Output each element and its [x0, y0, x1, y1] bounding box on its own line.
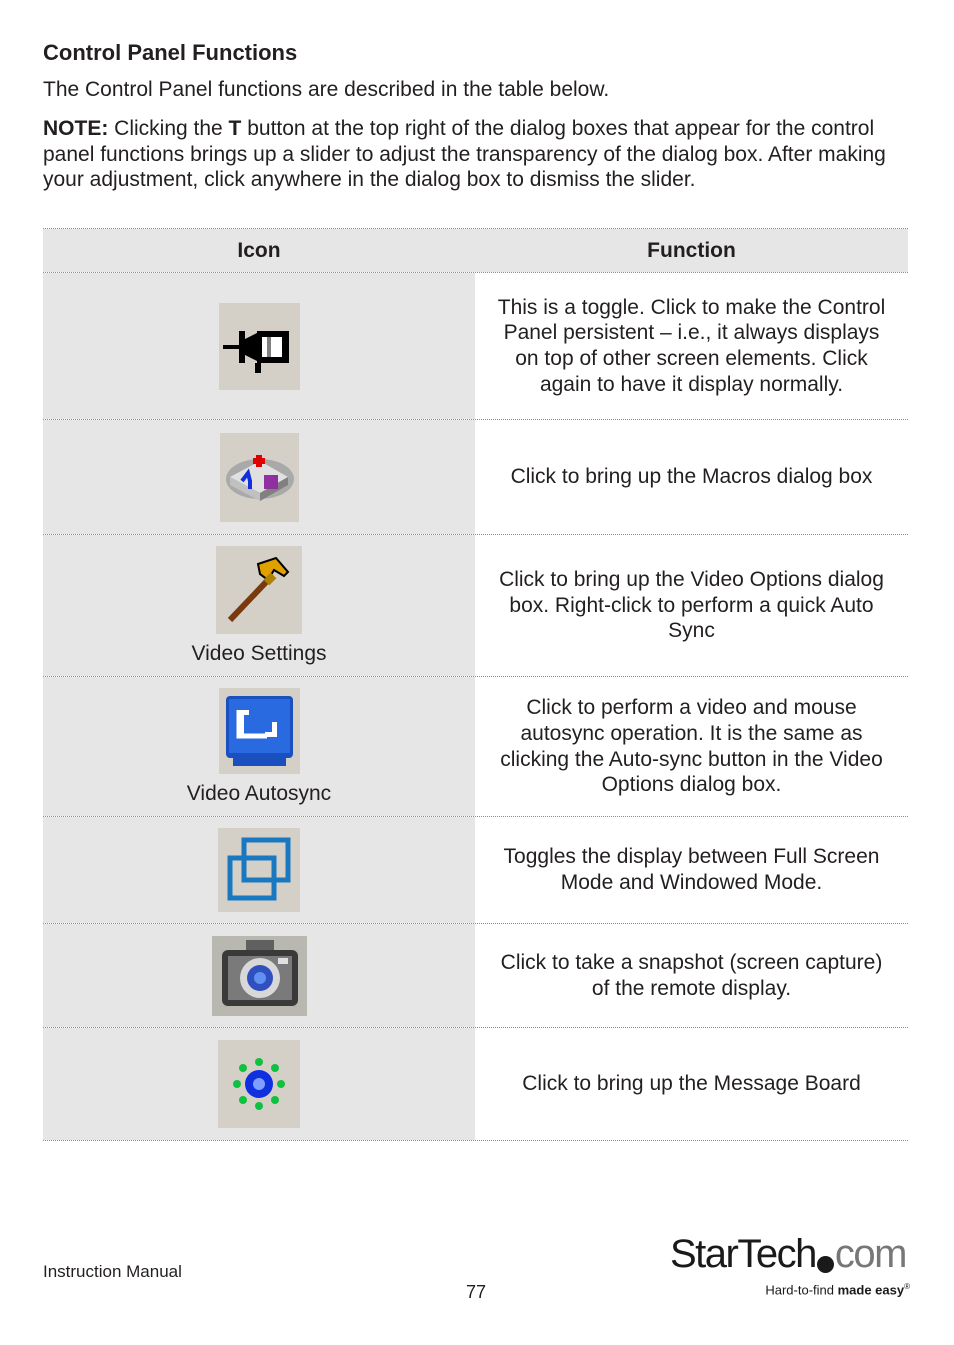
- logo-wordmark: StarTech com: [670, 1232, 910, 1276]
- logo-name: StarTech: [670, 1232, 817, 1276]
- icon-caption: Video Autosync: [186, 781, 332, 805]
- table-row: Click to bring up the Message Board: [43, 1028, 908, 1141]
- note-bold-t: T: [228, 117, 242, 140]
- header-icon: Icon: [43, 229, 475, 272]
- icon-cell: [43, 420, 475, 534]
- table-row: Click to take a snapshot (screen capture…: [43, 924, 908, 1028]
- icon-cell: Video Settings: [43, 535, 475, 676]
- logo-dot-icon: [816, 1256, 834, 1273]
- logo-tagline: Hard-to-find made easy®: [765, 1282, 910, 1297]
- note-paragraph: NOTE: Clicking the T button at the top r…: [43, 116, 923, 193]
- page-number: 77: [466, 1282, 487, 1302]
- icon-cell: [43, 1028, 475, 1140]
- note-label: NOTE:: [43, 117, 109, 140]
- message-board-icon: [218, 1040, 300, 1128]
- icon-cell: [43, 273, 475, 419]
- functions-table: Icon Function This is a toggle. Click to…: [43, 228, 908, 1141]
- function-cell: Click to bring up the Message Board: [522, 1072, 861, 1096]
- table-row: Toggles the display between Full Screen …: [43, 817, 908, 924]
- intro-text: The Control Panel functions are describe…: [43, 78, 610, 101]
- function-cell: Click to perform a video and mouse autos…: [500, 696, 883, 797]
- table-row: Video Settings Click to bring up the Vid…: [43, 535, 908, 677]
- header-function: Function: [475, 229, 908, 272]
- tagline-bold: made easy: [837, 1282, 905, 1298]
- logo-com: com: [834, 1232, 908, 1276]
- tagline-plain: Hard-to-find: [765, 1282, 838, 1298]
- note-text-1: Clicking the: [108, 117, 229, 140]
- icon-cell: Video Autosync: [43, 677, 475, 816]
- table-row: Click to bring up the Macros dialog box: [43, 420, 908, 535]
- table-row: Video Autosync Click to perform a video …: [43, 677, 908, 817]
- startech-logo: StarTech com Hard-to-find made easy®: [670, 1232, 910, 1304]
- windows-icon: [218, 828, 300, 912]
- icon-caption: Video Settings: [191, 641, 327, 665]
- function-cell: This is a toggle. Click to make the Cont…: [497, 295, 886, 396]
- note-text-2: button at the top right of the dialog bo…: [43, 117, 886, 191]
- camera-icon: [211, 935, 307, 1016]
- function-cell: Click to bring up the Macros dialog box: [510, 465, 873, 489]
- tagline-mark: ®: [904, 1282, 910, 1291]
- monitor-icon: [218, 687, 300, 774]
- table-row: This is a toggle. Click to make the Cont…: [43, 273, 908, 420]
- footer-title: Instruction Manual: [43, 1262, 182, 1281]
- section-heading: Control Panel Functions: [43, 40, 298, 65]
- table-header-row: Icon Function: [43, 229, 908, 273]
- icon-cell: [43, 817, 475, 923]
- icon-cell: [43, 924, 475, 1027]
- macros-icon: [219, 432, 299, 522]
- function-cell: Click to bring up the Video Options dial…: [499, 568, 884, 643]
- function-cell: Toggles the display between Full Screen …: [503, 845, 880, 894]
- hammer-icon: [216, 545, 302, 634]
- pin-icon: [218, 302, 300, 390]
- function-cell: Click to take a snapshot (screen capture…: [500, 950, 883, 1000]
